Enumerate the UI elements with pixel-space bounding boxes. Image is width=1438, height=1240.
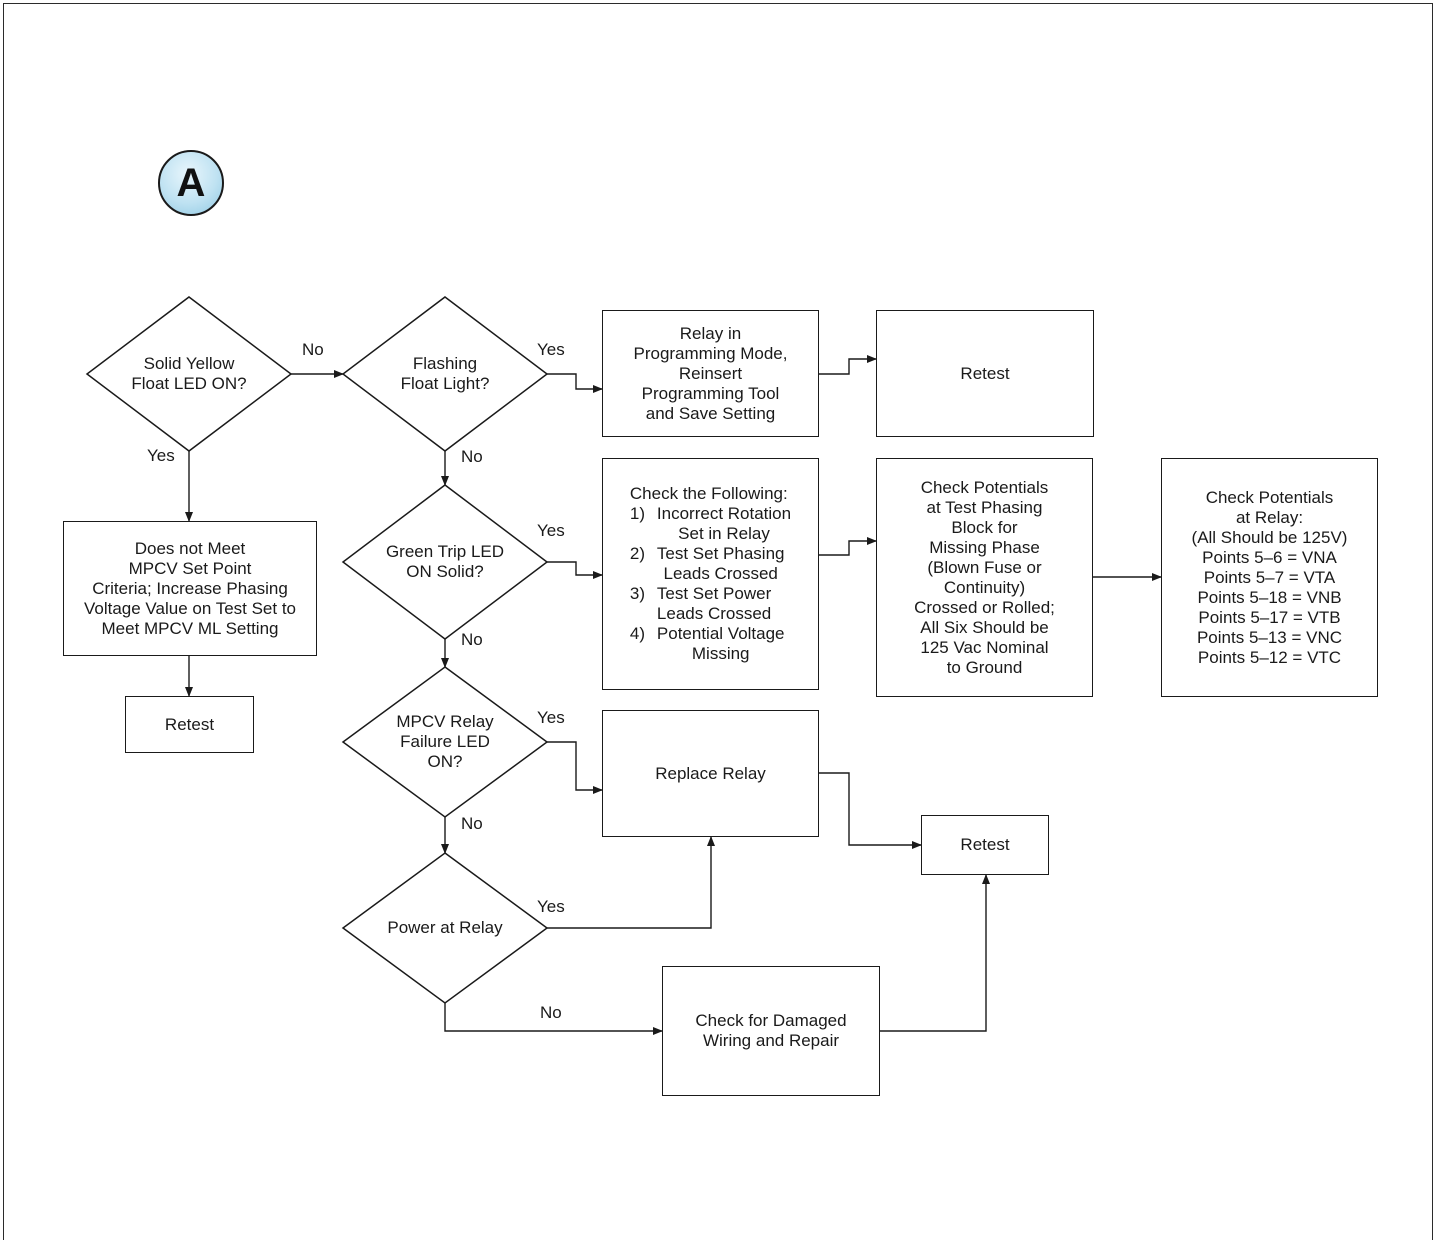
box-retest-top: Retest	[876, 310, 1094, 437]
box-check-potentials-relay: Check Potentials at Relay: (All Should b…	[1161, 458, 1378, 697]
connector-d5-no	[444, 1003, 663, 1035]
connector-wiring-retest	[880, 874, 990, 1032]
decision-text-flashing-float: Flashing Float Light?	[400, 354, 490, 393]
edge-label-d3-yes: Yes	[537, 521, 565, 540]
check-list: Check the Following: 1)Incorrect Rotatio…	[629, 484, 792, 663]
edge-label-d2-no: No	[461, 447, 483, 466]
connector-d2-yes	[547, 373, 603, 393]
check-item-1: 1)Incorrect Rotation Set in Relay	[629, 504, 792, 543]
edge-label-d3-no: No	[461, 630, 483, 649]
connector-d3-yes	[547, 561, 603, 579]
decision-text-green-trip: Green Trip LED ON Solid?	[385, 542, 505, 581]
diagram-frame	[3, 3, 1433, 1240]
connector-d5-yes	[547, 836, 715, 929]
connector-check-potentials	[819, 537, 877, 556]
edge-label-d4-no: No	[461, 814, 483, 833]
decision-text-solid-yellow: Solid Yellow Float LED ON?	[131, 354, 247, 393]
box-programming-mode: Relay in Programming Mode, Reinsert Prog…	[602, 310, 819, 437]
box-retest-left: Retest	[125, 696, 254, 753]
box-check-potentials-phasing: Check Potentials at Test Phasing Block f…	[876, 458, 1093, 697]
edge-label-d1-no: No	[302, 340, 324, 359]
decision-text-mpcv-failure: MPCV Relay Failure LED ON?	[396, 712, 494, 771]
check-item-3: 3)Test Set Power Leads Crossed	[629, 584, 772, 623]
box-check-the-following: Check the Following: 1)Incorrect Rotatio…	[602, 458, 819, 690]
box-check-damaged-wiring: Check for Damaged Wiring and Repair	[662, 966, 880, 1096]
edge-label-d4-yes: Yes	[537, 708, 565, 727]
edge-label-d5-yes: Yes	[537, 897, 565, 916]
connector-replace-retest	[819, 772, 922, 849]
edge-label-d5-no: No	[540, 1003, 562, 1022]
box-replace-relay: Replace Relay	[602, 710, 819, 837]
edge-label-d1-yes: Yes	[147, 446, 175, 465]
section-badge: A	[158, 150, 224, 216]
decision-text-power-at-relay: Power at Relay	[387, 918, 503, 937]
connector-d4-yes	[547, 741, 603, 794]
check-item-2: 2)Test Set Phasing Leads Crossed	[629, 544, 785, 583]
box-retest-mid: Retest	[921, 815, 1049, 875]
check-item-4: 4)Potential Voltage Missing	[629, 624, 785, 663]
box-increase-phasing-voltage: Does not Meet MPCV Set Point Criteria; I…	[63, 521, 317, 656]
connector-programming-retest	[819, 355, 877, 375]
edge-label-d2-yes: Yes	[537, 340, 565, 359]
